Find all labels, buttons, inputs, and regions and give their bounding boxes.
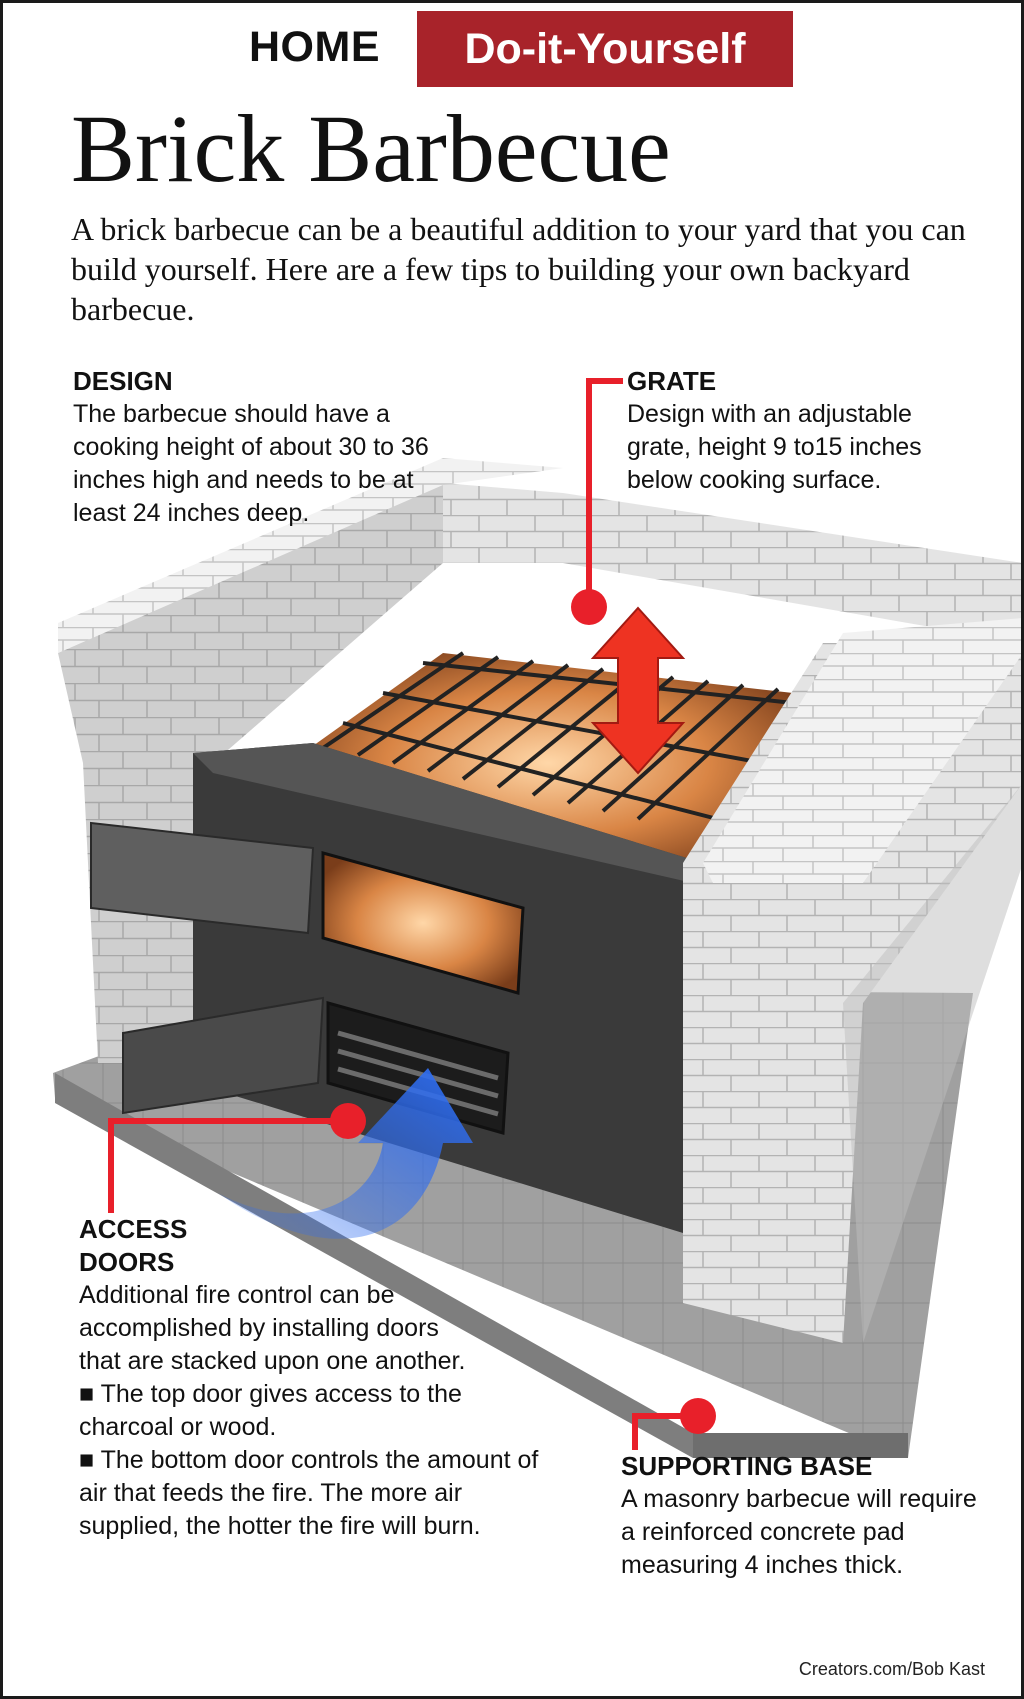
grate-text: Design with an adjustable grate, height … (627, 400, 922, 494)
grate-height-arrow-icon (590, 606, 686, 775)
bottom-door-opening (326, 1001, 510, 1135)
left-wall (58, 458, 563, 1063)
grate-callout-dot-icon (571, 589, 607, 625)
supporting-base-callout: SUPPORTING BASE A masonry barbecue will … (621, 1450, 981, 1582)
right-wall (683, 618, 1021, 1343)
grate-heading: GRATE (627, 366, 717, 396)
supporting-base-text: A masonry barbecue will require a reinfo… (621, 1485, 977, 1579)
design-callout: DESIGN The barbecue should have a cookin… (73, 365, 473, 530)
section-tag: Do-it-Yourself (417, 11, 793, 87)
firebox-panel (193, 743, 703, 1233)
access-doors-callout-line (108, 1118, 348, 1213)
grate-callout: GRATE Design with an adjustable grate, h… (627, 365, 967, 497)
access-doors-text: Additional fire control can be accomplis… (79, 1281, 466, 1375)
grate-callout-line (586, 378, 623, 607)
callout-connectors (108, 378, 698, 1450)
access-doors-heading-line2: DOORS (79, 1247, 175, 1277)
back-wall (443, 483, 1021, 643)
image-credit: Creators.com/Bob Kast (798, 1659, 985, 1679)
supporting-base-heading: SUPPORTING BASE (621, 1451, 873, 1481)
base-callout-line (632, 1413, 698, 1450)
section-label: HOME (249, 23, 380, 71)
top-access-door (90, 821, 315, 935)
base-callout-dot-icon (680, 1398, 716, 1434)
barbecue-illustration (53, 378, 1021, 1458)
access-doors-heading-line1: ACCESS (79, 1214, 188, 1244)
airflow-arrow-icon (218, 1068, 473, 1239)
access-doors-callout: ACCESS DOORS Additional fire control can… (79, 1213, 559, 1543)
header-bar: HOME Do-it-Yourself (3, 11, 1021, 87)
bottom-access-door (122, 996, 325, 1115)
access-doors-bullet-top: ■ The top door gives access to the charc… (79, 1380, 462, 1441)
intro-paragraph: A brick barbecue can be a beautiful addi… (71, 211, 966, 327)
design-text: The barbecue should have a cooking heigh… (73, 400, 429, 527)
access-doors-bullet-bottom: ■ The bottom door controls the amount of… (79, 1446, 539, 1540)
top-door-opening (321, 851, 525, 995)
access-doors-callout-dot-icon (330, 1103, 366, 1139)
design-heading: DESIGN (73, 366, 173, 396)
page-title: Brick Barbecue (71, 95, 671, 202)
